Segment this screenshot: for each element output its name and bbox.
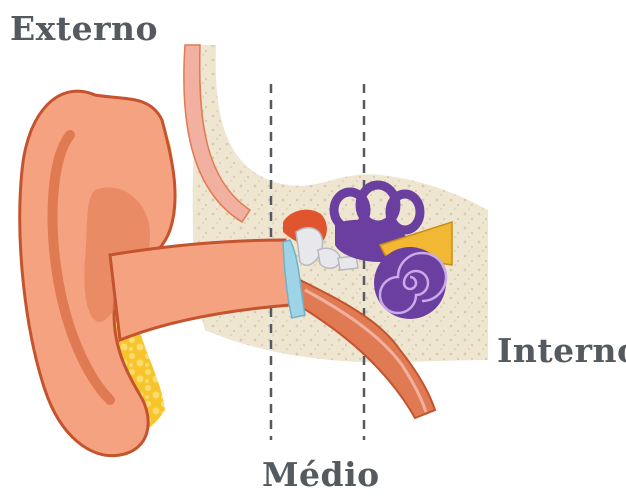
label-outer-ear: Externo [10,12,158,45]
label-middle-ear: Médio [262,458,380,491]
ossicle-incus [318,248,340,268]
label-inner-ear: Interno [497,334,626,367]
cochlea [374,247,446,319]
